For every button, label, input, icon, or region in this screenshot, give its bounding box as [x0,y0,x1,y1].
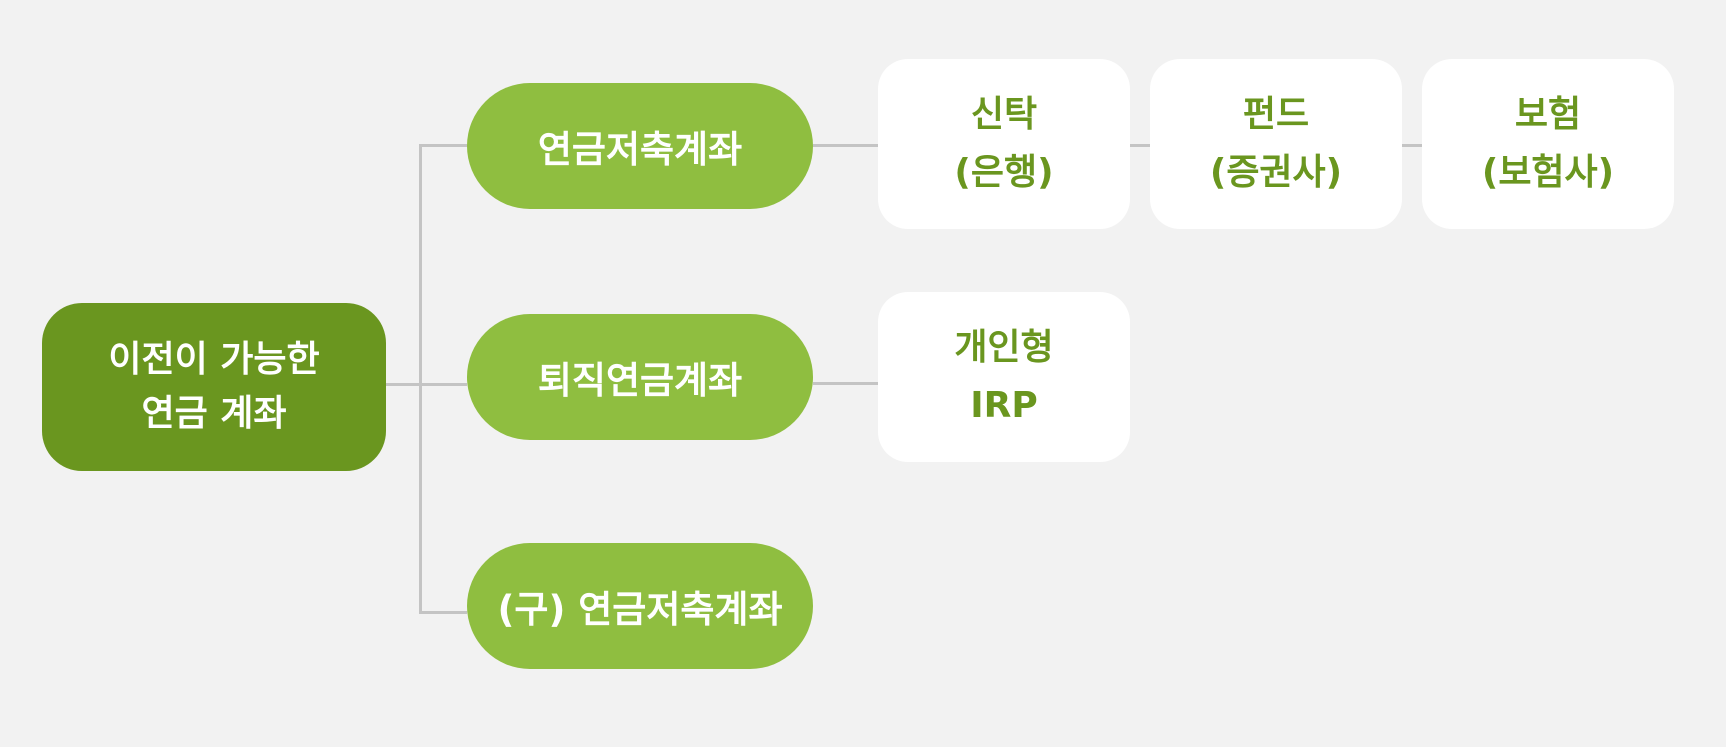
root-node-label-line2: 연금 계좌 [141,393,287,434]
connector-savings-to-trust [813,144,878,147]
provider-card-subtitle: (보험사) [1481,152,1615,193]
account-node-old-pension-savings: (구) 연금저축계좌 [467,543,813,669]
provider-card-fund: 펀드 (증권사) [1150,59,1402,229]
connector-branch-pension-savings [419,144,467,147]
account-node-label: 연금저축계좌 [537,128,743,171]
provider-card-title: 보험 [1514,94,1582,135]
provider-card-title: 신탁 [970,94,1038,135]
provider-card-subtitle: (은행) [954,152,1054,193]
provider-card-irp: 개인형 IRP [878,292,1130,462]
connector-vertical-spine [419,144,422,614]
account-node-pension-savings: 연금저축계좌 [467,83,813,209]
provider-card-subtitle: (증권사) [1209,152,1343,193]
provider-card-trust: 신탁 (은행) [878,59,1130,229]
connector-fund-to-insurance [1402,144,1422,147]
connector-trust-to-fund [1130,144,1150,147]
connector-branch-old-pension-savings [419,611,467,614]
connector-branch-retirement-pension [419,383,467,386]
root-node-transferable-pension-accounts: 이전이 가능한 연금 계좌 [42,303,386,471]
account-node-retirement-pension: 퇴직연금계좌 [467,314,813,440]
provider-card-title: 개인형 [954,327,1054,368]
connector-retirement-to-irp [813,382,878,385]
connector-root-trunk [386,383,420,386]
account-node-label: (구) 연금저축계좌 [497,588,783,631]
provider-card-insurance: 보험 (보험사) [1422,59,1674,229]
provider-card-title: 펀드 [1242,94,1310,135]
account-node-label: 퇴직연금계좌 [537,359,743,402]
provider-card-subtitle: IRP [970,385,1038,426]
root-node-label-line1: 이전이 가능한 [108,339,320,380]
